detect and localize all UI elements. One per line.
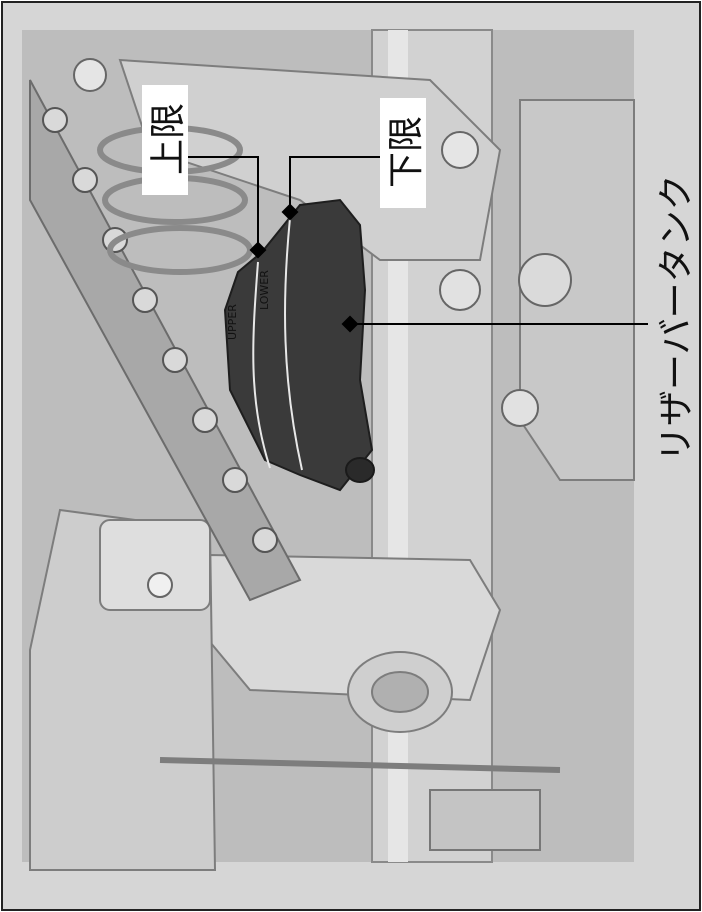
bolt	[440, 270, 480, 310]
bolt	[442, 132, 478, 168]
tank-mark-lower: LOWER	[258, 270, 271, 310]
bolt	[148, 573, 172, 597]
bolt	[502, 390, 538, 426]
bolt	[74, 59, 106, 91]
reservoir-tank-label: リザーバータンク	[656, 174, 697, 462]
upper-limit-label: 上限	[148, 103, 189, 175]
tank-mark-upper: UPPER	[226, 304, 239, 340]
lower-limit-label: 下限	[386, 116, 427, 188]
bolt	[519, 254, 571, 306]
link-bushing-hole	[372, 672, 428, 712]
lower-part	[430, 790, 540, 850]
